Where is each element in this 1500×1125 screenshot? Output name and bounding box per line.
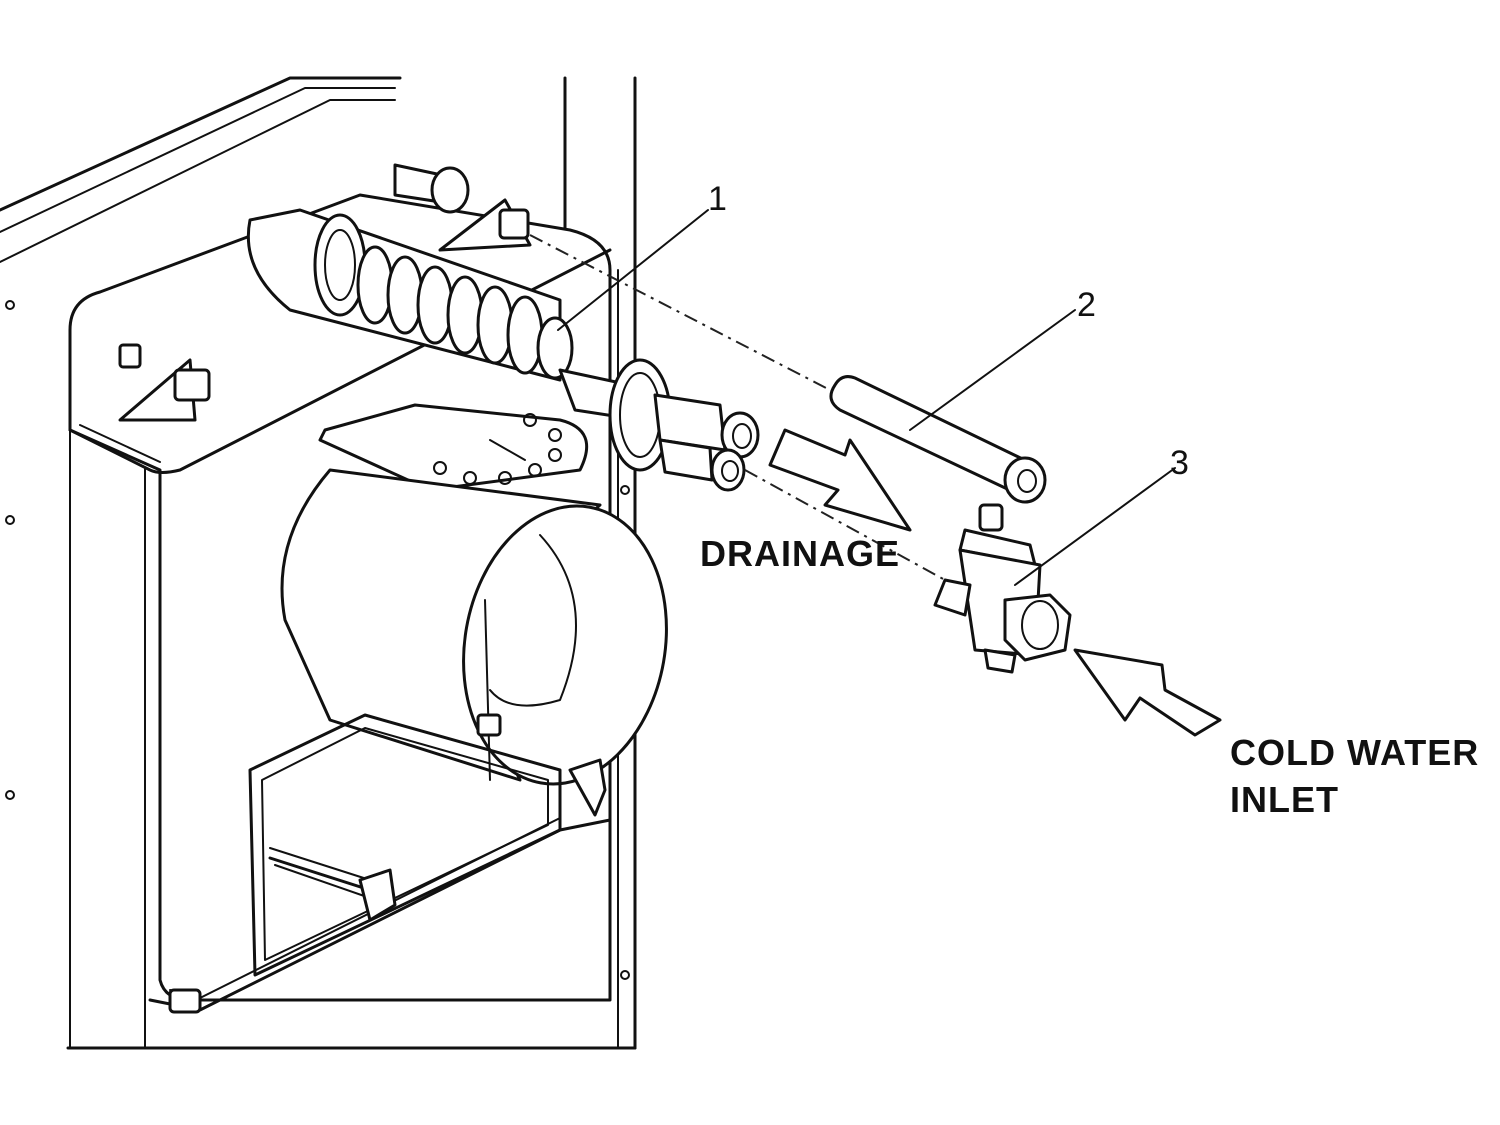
cold-water-inlet-arrow [1073, 648, 1222, 737]
drainage-label: DRAINAGE [700, 533, 900, 574]
assembly-guide-lines [529, 234, 946, 581]
heating-element-coil [246, 208, 760, 492]
cold-water-label-line2: INLET [1230, 779, 1339, 820]
callout-leaders [557, 209, 1176, 586]
callout-3: 3 [1170, 444, 1189, 482]
cold-water-label-line1: COLD WATER [1230, 732, 1479, 773]
drum-cylinder [280, 468, 668, 786]
top-pipe-and-brackets [118, 163, 532, 422]
access-panel [168, 713, 607, 1014]
part-2-pipe [829, 375, 1047, 504]
callout-2: 2 [1077, 286, 1096, 324]
drainage-arrow [768, 428, 912, 532]
perforated-plate [318, 403, 589, 492]
callout-1: 1 [708, 180, 727, 218]
part-3-valve [933, 503, 1072, 674]
